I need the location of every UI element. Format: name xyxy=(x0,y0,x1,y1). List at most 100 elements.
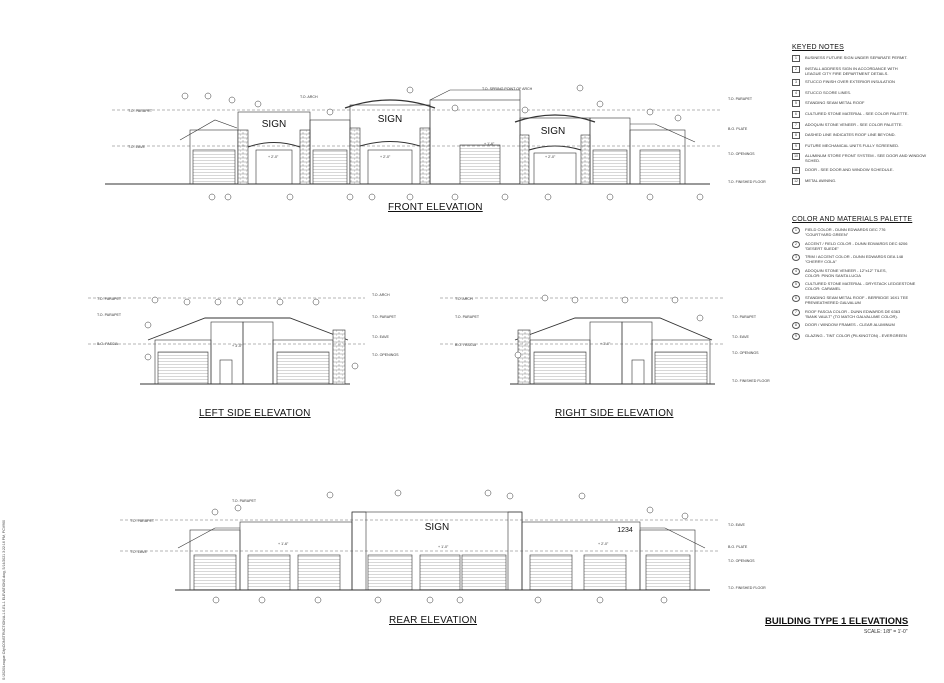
keynote-callout-bubble xyxy=(258,596,266,604)
keynote-callout-bubble xyxy=(212,596,220,604)
keyed-note-text: DASHED LINE INDICATES ROOF LINE BEYOND. xyxy=(805,132,896,138)
level-right-arch: T.O. ARCH xyxy=(455,297,473,301)
keyed-note-key: 10 xyxy=(792,153,800,161)
keynote-callout-bubble xyxy=(544,193,552,201)
keynote-callout-bubble xyxy=(204,92,212,100)
plot-stamp: S:\2020\League City\CONSTRUCTION\A-1.0-E… xyxy=(2,430,8,680)
keyed-note-text: CULTURED STONE MATERIAL - SEE COLOR PALE… xyxy=(805,110,909,116)
keynote-callout-bubble xyxy=(578,492,586,500)
keynote-callout-bubble xyxy=(451,193,459,201)
keyed-note-text: ADOQUIN STONE VENEER - SEE COLOR PALETTE… xyxy=(805,121,903,127)
keynote-callout-bubble xyxy=(696,314,704,322)
keynote-callout-bubble xyxy=(426,596,434,604)
keyed-note-text: INSTALL ADDRESS SIGN IN ACCORDANCE WITH … xyxy=(805,65,898,76)
keyed-note-text: ALUMINUM STORE FRONT SYSTEM - SEE DOOR A… xyxy=(805,153,927,164)
keynote-callout-bubble xyxy=(214,298,222,306)
palette-key: 2 xyxy=(792,240,800,248)
level-front-eave: T.O. EAVE xyxy=(128,145,146,149)
keynote-callout-bubble xyxy=(276,298,284,306)
keynote-callout-bubble xyxy=(234,504,242,512)
keynote-callout-bubble xyxy=(346,193,354,201)
palette-key: 4 xyxy=(792,267,800,275)
right-elevation-title: RIGHT SIDE ELEVATION xyxy=(555,408,674,419)
keynote-callout-bubble xyxy=(571,296,579,304)
keyed-note-item: 7 ADOQUIN STONE VENEER - SEE COLOR PALETT… xyxy=(792,121,942,129)
keynote-callout-bubble xyxy=(514,351,522,359)
keynote-callout-bubble xyxy=(660,596,668,604)
keynote-callout-bubble xyxy=(351,362,359,370)
palette-text: GLAZING - TINT COLOR (PILKINGTON) - EVER… xyxy=(805,332,907,338)
keyed-notes-heading: KEYED NOTES xyxy=(792,44,844,51)
keynote-callout-bubble xyxy=(312,298,320,306)
keynote-callout-bubble xyxy=(606,193,614,201)
palette-text: FIELD COLOR - DUNN EDWARDS DEC 776 "COUR… xyxy=(805,227,886,237)
level-left-fascia: B.O. FASCIA xyxy=(97,342,119,346)
level-left-parapet: T.O. PARAPET xyxy=(97,297,122,301)
sign-center: SIGN xyxy=(378,114,402,125)
level-rear-openings: T.O. OPENINGS xyxy=(728,559,755,563)
keyed-note-item: 11 DOOR - SEE DOOR AND WINDOW SCHEDULE. xyxy=(792,166,942,174)
sign-left: SIGN xyxy=(262,119,286,130)
keynote-callout-bubble xyxy=(406,86,414,94)
keynote-callout-bubble xyxy=(394,489,402,497)
keynote-callout-bubble xyxy=(534,596,542,604)
keyed-note-key: 5 xyxy=(792,100,800,108)
keyed-note-key: 7 xyxy=(792,121,800,129)
keyed-note-key: 3 xyxy=(792,79,800,87)
dim-front-1: + 2'-0" xyxy=(268,155,279,159)
level-left-arch: T.O. ARCH xyxy=(372,293,390,297)
keynote-callout-bubble xyxy=(674,114,682,122)
palette-text: CULTURED STONE MATERIAL - DRYSTACK LEDGE… xyxy=(805,281,916,292)
keyed-note-key: 11 xyxy=(792,166,800,174)
keyed-note-text: FUTURE MECHANICAL UNITS FULLY SCREENED. xyxy=(805,142,900,148)
level-front-arch: T.O. ARCH xyxy=(300,95,318,99)
sign-right: SIGN xyxy=(541,126,565,137)
level-rear-floor: T.O. FINISHED FLOOR xyxy=(728,586,766,590)
plot-stamp-text: S:\2020\League City\CONSTRUCTION\A-1.0-E… xyxy=(2,520,6,680)
keynote-callout-bubble xyxy=(596,596,604,604)
keynote-callout-bubble xyxy=(374,596,382,604)
keynote-callout-bubble xyxy=(501,193,509,201)
sheet-title: BUILDING TYPE 1 ELEVATIONS xyxy=(765,616,909,627)
level-right-openings: T.O. OPENINGS xyxy=(732,351,759,355)
level-left-parapet-right: T.O. PARAPET xyxy=(372,315,397,319)
keynote-callout-bubble xyxy=(696,193,704,201)
sheet-scale: SCALE: 1/8" = 1'-0" xyxy=(864,629,908,635)
palette-text: ACCENT / FIELD COLOR - DUNN EDWARDS DEC … xyxy=(805,240,908,251)
level-rear-plate: B.O. PLATE xyxy=(728,545,748,549)
keynote-callout-bubble xyxy=(326,491,334,499)
keynote-callout-bubble xyxy=(541,294,549,302)
keynote-callout-bubble xyxy=(326,108,334,116)
keynote-callout-bubble xyxy=(451,104,459,112)
level-rear-eave-right: T.O. EAVE xyxy=(728,523,746,527)
keyed-note-text: DOOR - SEE DOOR AND WINDOW SCHEDULE. xyxy=(805,166,894,172)
keynote-callout-bubble xyxy=(144,321,152,329)
palette-text: DOOR / WINDOW FRAMES - CLEAR ALUMINUM xyxy=(805,322,895,328)
dim-right-1: + 3'-0" xyxy=(600,342,611,346)
level-right-fascia: B.O. FASCIA xyxy=(455,343,477,347)
keyed-note-item: 10 ALUMINUM STORE FRONT SYSTEM - SEE DOOR… xyxy=(792,153,942,163)
level-right-floor: T.O. FINISHED FLOOR xyxy=(732,379,770,383)
keynote-callout-bubble xyxy=(368,193,376,201)
dim-front-4: + 2'-0" xyxy=(545,155,556,159)
dim-left-1: + 3'-0" xyxy=(232,344,243,348)
palette-key: 6 xyxy=(792,294,800,302)
keynote-callout-bubble xyxy=(208,193,216,201)
keyed-note-text: STANDING SEAM METAL ROOF xyxy=(805,100,865,106)
keynote-callout-bubble xyxy=(236,298,244,306)
